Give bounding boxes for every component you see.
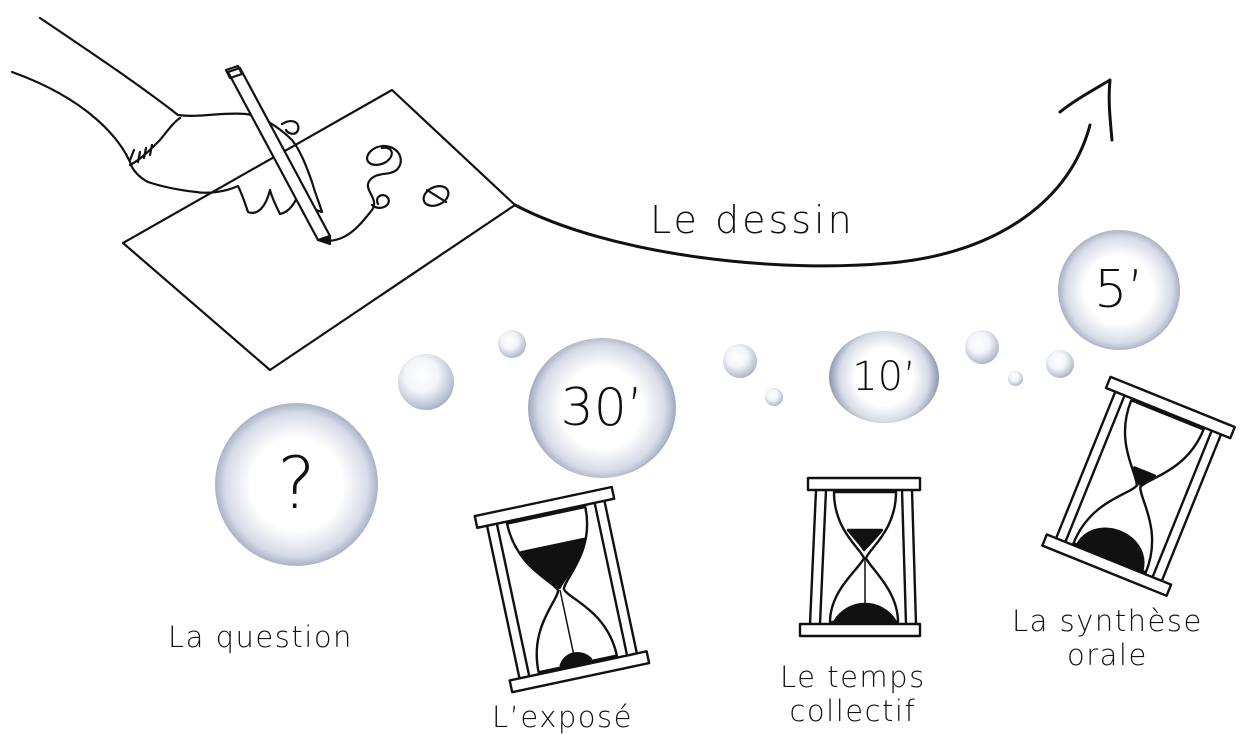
diagram-title: Le dessin — [650, 198, 855, 242]
curved-arrow-icon — [513, 123, 1092, 268]
expose-duration: 30’ — [560, 378, 644, 438]
label-collectif-line1: Le temps — [780, 660, 926, 694]
small-bubble — [765, 388, 783, 406]
label-synthese: La synthèse orale — [1012, 604, 1203, 672]
hourglass-icon — [473, 485, 651, 694]
question-bubble: ? — [215, 403, 378, 566]
question-mark: ? — [277, 440, 316, 525]
label-question: La question — [168, 620, 353, 654]
hourglass-icon — [1041, 375, 1236, 597]
collectif-duration-bubble: 10’ — [829, 331, 939, 423]
synthese-duration-bubble: 5’ — [1058, 230, 1180, 350]
collectif-duration: 10’ — [852, 354, 916, 400]
label-synthese-line1: La synthèse — [1012, 604, 1203, 638]
small-bubble — [498, 330, 526, 358]
label-collectif: Le temps collectif — [780, 660, 926, 728]
drawing-hand-icon — [10, 16, 324, 216]
small-bubble — [1008, 371, 1023, 386]
label-expose: L’exposé — [492, 700, 633, 734]
expose-duration-bubble: 30’ — [528, 338, 676, 478]
hourglass-icon — [798, 476, 922, 638]
scribble-loop-icon — [370, 194, 390, 209]
small-bubble — [398, 354, 454, 410]
synthese-duration: 5’ — [1094, 260, 1144, 320]
small-bubble — [723, 344, 757, 378]
label-collectif-line2: collectif — [789, 694, 917, 729]
label-synthese-line2: orale — [1067, 638, 1148, 673]
doodle-eye-icon — [422, 185, 450, 207]
small-bubble — [1046, 350, 1074, 378]
scribble-icon — [318, 144, 402, 242]
small-bubble — [965, 330, 999, 364]
